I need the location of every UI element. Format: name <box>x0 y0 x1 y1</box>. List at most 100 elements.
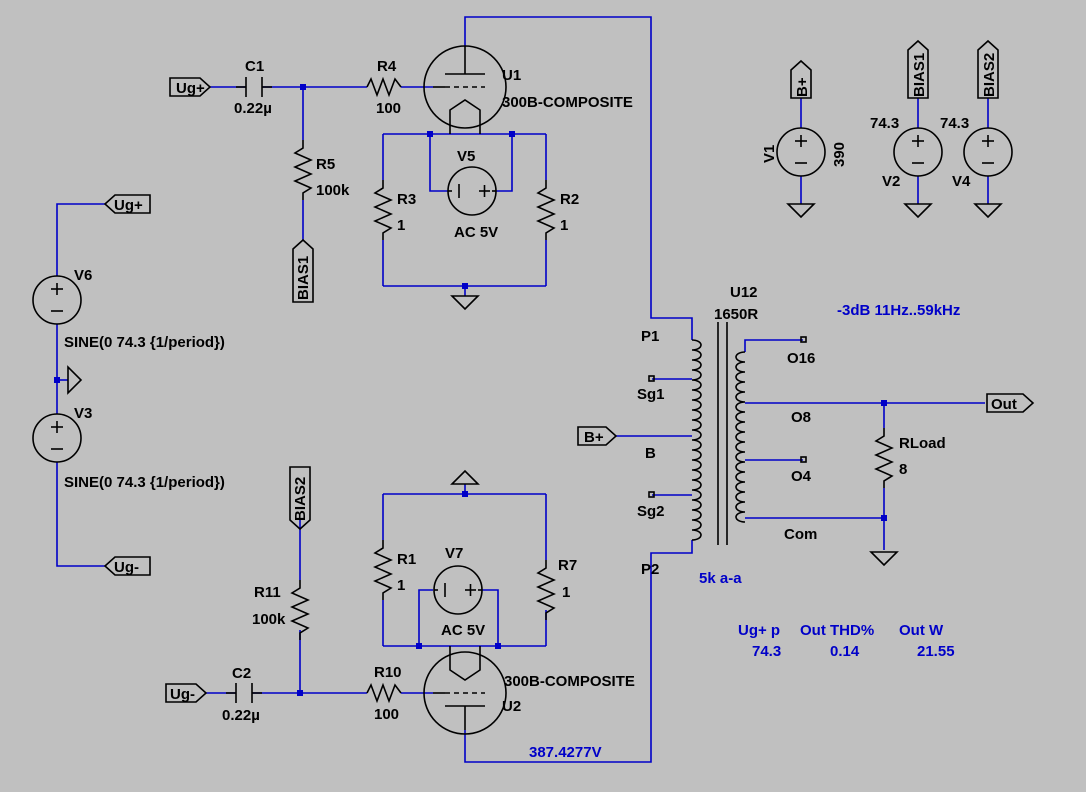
port-bias1-supply: BIAS1 <box>907 39 929 99</box>
resistor-r11: R11 100k <box>252 580 310 640</box>
resistor-r4: R4 100 <box>366 58 402 117</box>
port-ugplus-input: Ug+ <box>169 77 212 97</box>
svg-text:R1: R1 <box>397 551 416 568</box>
svg-text:R5: R5 <box>316 156 335 173</box>
wires-upper <box>210 16 693 340</box>
port-bias2: BIAS2 <box>289 466 311 531</box>
svg-text:Ug+: Ug+ <box>114 197 143 214</box>
svg-text:100: 100 <box>374 706 399 723</box>
port-bplus-supply: B+ <box>790 59 812 99</box>
wires-sources <box>54 203 105 567</box>
svg-text:R7: R7 <box>558 557 577 574</box>
svg-text:1: 1 <box>560 217 568 234</box>
svg-text:1650R: 1650R <box>714 306 758 323</box>
svg-text:V3: V3 <box>74 405 92 422</box>
svg-text:U1: U1 <box>502 67 521 84</box>
results-header-ug: Ug+ p <box>738 622 780 639</box>
svg-text:74.3: 74.3 <box>870 115 899 132</box>
svg-text:P2: P2 <box>641 561 659 578</box>
svg-text:Ug-: Ug- <box>170 686 195 703</box>
svg-text:BIAS2: BIAS2 <box>981 53 998 97</box>
svg-text:B+: B+ <box>794 77 811 97</box>
svg-text:P1: P1 <box>641 328 659 345</box>
svg-text:B+: B+ <box>584 429 604 446</box>
transformer-u12: U12 1650R P1 Sg1 B Sg2 P2 O16 O8 O4 Com <box>637 284 817 578</box>
junctions-upper <box>300 84 515 289</box>
svg-text:Sg1: Sg1 <box>637 386 665 403</box>
svg-text:BIAS1: BIAS1 <box>911 53 928 97</box>
svg-text:R10: R10 <box>374 664 402 681</box>
svg-text:SINE(0 74.3 {1/period}): SINE(0 74.3 {1/period}) <box>64 334 225 351</box>
results-header-watts: Out W <box>899 622 944 639</box>
svg-text:100: 100 <box>376 100 401 117</box>
svg-text:0.22µ: 0.22µ <box>234 100 272 117</box>
port-bias1: BIAS1 <box>292 238 314 303</box>
svg-text:390: 390 <box>831 142 848 167</box>
svg-text:300B-COMPOSITE: 300B-COMPOSITE <box>504 673 635 690</box>
svg-text:Com: Com <box>784 526 817 543</box>
svg-text:C2: C2 <box>232 665 251 682</box>
svg-text:O8: O8 <box>791 409 811 426</box>
dc-source-v2: 74.3 V2 <box>870 115 943 190</box>
wires-supplies <box>800 98 989 204</box>
results-header-thd: Out THD% <box>800 622 874 639</box>
ground-v4 <box>973 203 1003 219</box>
svg-text:C1: C1 <box>245 58 264 75</box>
ground-v1 <box>786 203 816 219</box>
tube-u2: 300B-COMPOSITE U2 <box>423 646 635 735</box>
port-ugplus-v6: Ug+ <box>103 194 151 214</box>
ground-sources <box>67 365 83 395</box>
ground-v2 <box>903 203 933 219</box>
ground-upper <box>450 295 480 311</box>
svg-text:Out: Out <box>991 396 1017 413</box>
svg-text:V2: V2 <box>882 173 900 190</box>
sine-source-v3: V3 SINE(0 74.3 {1/period}) <box>32 405 225 491</box>
svg-text:O4: O4 <box>791 468 812 485</box>
resistor-r2: R2 1 <box>536 180 579 240</box>
resistor-r10: R10 100 <box>366 664 402 723</box>
svg-text:Sg2: Sg2 <box>637 503 665 520</box>
svg-text:V4: V4 <box>952 173 971 190</box>
resistor-r7: R7 1 <box>536 557 577 620</box>
node-voltage-readout: 387.4277V <box>529 744 602 761</box>
svg-text:U12: U12 <box>730 284 758 301</box>
resistor-rload: RLoad 8 <box>874 428 946 488</box>
svg-text:V1: V1 <box>761 145 778 163</box>
svg-text:V6: V6 <box>74 267 92 284</box>
svg-text:R2: R2 <box>560 191 579 208</box>
svg-text:BIAS1: BIAS1 <box>295 256 312 300</box>
svg-text:1: 1 <box>562 584 570 601</box>
port-ugminus-v3: Ug- <box>103 556 151 576</box>
svg-text:0.22µ: 0.22µ <box>222 707 260 724</box>
svg-text:100k: 100k <box>316 182 350 199</box>
resistor-r5: R5 100k <box>293 140 350 200</box>
port-out: Out <box>986 393 1035 413</box>
svg-text:SINE(0 74.3 {1/period}): SINE(0 74.3 {1/period}) <box>64 474 225 491</box>
tube-u1: U1 300B-COMPOSITE <box>423 45 633 134</box>
results-value-thd: 0.14 <box>830 643 860 660</box>
results-table: Ug+ p Out THD% Out W 74.3 0.14 21.55 <box>738 622 955 660</box>
svg-text:100k: 100k <box>252 611 286 628</box>
svg-text:R4: R4 <box>377 58 397 75</box>
results-value-watts: 21.55 <box>917 643 955 660</box>
svg-text:U2: U2 <box>502 698 521 715</box>
ac-source-v5: V5 AC 5V <box>447 148 498 241</box>
impedance-note: 5k a-a <box>699 570 742 587</box>
svg-text:AC 5V: AC 5V <box>441 622 485 639</box>
svg-text:V5: V5 <box>457 148 475 165</box>
resistor-r1: R1 1 <box>373 540 416 600</box>
wires-transformer <box>464 339 985 763</box>
junctions-lower <box>297 491 501 696</box>
svg-text:AC 5V: AC 5V <box>454 224 498 241</box>
capacitor-c1: C1 0.22µ <box>234 58 272 117</box>
svg-text:Ug+: Ug+ <box>176 80 205 97</box>
ac-source-v7: V7 AC 5V <box>433 545 485 639</box>
port-bias2-supply: BIAS2 <box>977 39 999 99</box>
capacitor-c2: C2 0.22µ <box>222 665 262 724</box>
sine-source-v6: V6 SINE(0 74.3 {1/period}) <box>32 267 225 351</box>
svg-text:R11: R11 <box>254 584 281 601</box>
port-bplus-transformer: B+ <box>577 426 618 446</box>
svg-text:R3: R3 <box>397 191 416 208</box>
svg-text:300B-COMPOSITE: 300B-COMPOSITE <box>502 94 633 111</box>
